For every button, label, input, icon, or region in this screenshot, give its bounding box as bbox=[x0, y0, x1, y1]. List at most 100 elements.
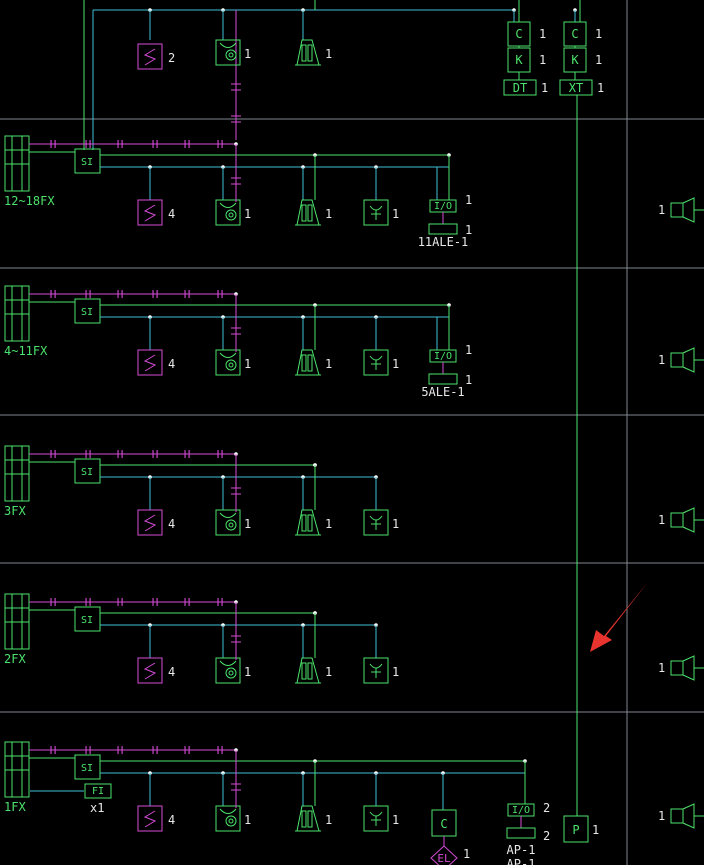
count-label: 1 bbox=[658, 513, 665, 527]
manual-button-icon bbox=[369, 205, 383, 211]
c-module-label: C bbox=[515, 27, 522, 41]
smoke-count: 4 bbox=[168, 207, 175, 221]
h-label: H bbox=[184, 596, 191, 609]
manual-button-icon bbox=[369, 355, 383, 361]
manual-button-icon bbox=[369, 811, 383, 817]
count-label: 1 bbox=[465, 373, 472, 387]
alarm-bell-icon bbox=[307, 810, 313, 828]
si-module-box bbox=[74, 754, 101, 780]
terminal-label: XT bbox=[569, 81, 583, 95]
count-label: 1 bbox=[392, 207, 399, 221]
floor-label: 1FX bbox=[4, 800, 26, 814]
speaker-icon bbox=[225, 359, 237, 371]
h-label: H bbox=[152, 288, 159, 301]
speaker-icon bbox=[225, 209, 237, 221]
si-module-box bbox=[74, 606, 101, 632]
smoke-detector-icon bbox=[137, 657, 163, 684]
count-label: 1 bbox=[541, 81, 548, 95]
smoke-detector-icon bbox=[143, 810, 157, 828]
count-label: 1 bbox=[244, 665, 251, 679]
speaker-icon bbox=[225, 667, 237, 679]
speaker-icon bbox=[219, 512, 237, 518]
h-label: H bbox=[217, 138, 224, 151]
speaker-icon bbox=[225, 815, 237, 827]
si-module-box bbox=[74, 298, 101, 324]
terminal-box bbox=[559, 79, 593, 96]
count-label: 1 bbox=[244, 47, 251, 61]
h-label: H bbox=[184, 448, 191, 461]
h-label: H bbox=[117, 596, 124, 609]
alarm-bell-icon bbox=[301, 662, 307, 680]
floor-label: 3FX bbox=[4, 504, 26, 518]
h-label: H bbox=[217, 288, 224, 301]
si-label: SI bbox=[81, 307, 93, 318]
si-label: SI bbox=[81, 615, 93, 626]
count-label: 1 bbox=[539, 53, 546, 67]
speaker-icon bbox=[228, 52, 234, 58]
h-label: H bbox=[184, 138, 191, 151]
smoke-detector-icon bbox=[143, 48, 157, 66]
count-label: 1 bbox=[392, 813, 399, 827]
speaker-icon bbox=[215, 39, 241, 66]
speaker-icon bbox=[215, 509, 241, 536]
loudspeaker-icon bbox=[670, 512, 684, 528]
floor-label: 2FX bbox=[4, 652, 26, 666]
k-module-label: K bbox=[571, 53, 579, 67]
smoke-detector-icon bbox=[143, 204, 157, 222]
alarm-bell-icon bbox=[301, 354, 307, 372]
count-label: 1 bbox=[392, 665, 399, 679]
loudspeaker-icon bbox=[670, 352, 684, 368]
h-label: H bbox=[152, 744, 159, 757]
el-diamond bbox=[430, 845, 458, 865]
h-label: H bbox=[85, 596, 92, 609]
module-label: 5ALE-1 bbox=[421, 385, 464, 399]
count-label: 1 bbox=[325, 47, 332, 61]
smoke-detector-icon bbox=[143, 514, 157, 532]
floor-label: 12~18FX bbox=[4, 194, 55, 208]
speaker-icon bbox=[228, 362, 234, 368]
smoke-detector-icon bbox=[137, 199, 163, 226]
terminal-box bbox=[503, 79, 537, 96]
manual-button-icon bbox=[363, 349, 389, 376]
h-label: H bbox=[117, 138, 124, 151]
speaker-icon bbox=[215, 657, 241, 684]
io-label: I/O bbox=[512, 805, 530, 816]
loudspeaker-icon bbox=[682, 655, 695, 681]
loudspeaker-icon bbox=[670, 660, 684, 676]
h-label: H bbox=[50, 288, 57, 301]
h-label: H bbox=[117, 288, 124, 301]
p-label: P bbox=[572, 823, 579, 837]
h-label: H bbox=[152, 596, 159, 609]
manual-button-icon bbox=[363, 657, 389, 684]
fi-box bbox=[84, 783, 112, 799]
alarm-bell-icon bbox=[301, 810, 307, 828]
alarm-bell-icon bbox=[301, 514, 307, 532]
alarm-module-box bbox=[506, 827, 536, 839]
count-label: 1 bbox=[658, 353, 665, 367]
smoke-detector-icon bbox=[137, 43, 163, 70]
h-label: H bbox=[152, 138, 159, 151]
speaker-icon bbox=[228, 670, 234, 676]
c-module-label: C bbox=[440, 817, 447, 831]
h-label: H bbox=[85, 744, 92, 757]
h-label: H bbox=[85, 138, 92, 151]
smoke-count: 2 bbox=[168, 51, 175, 65]
speaker-icon bbox=[215, 805, 241, 832]
alarm-bell-icon bbox=[307, 204, 313, 222]
count-label: 1 bbox=[595, 53, 602, 67]
arrow-pointer-icon bbox=[590, 582, 648, 652]
count-label: 1 bbox=[595, 27, 602, 41]
speaker-icon bbox=[228, 212, 234, 218]
c-module-label: C bbox=[571, 27, 578, 41]
alarm-bell-icon bbox=[307, 514, 313, 532]
count-label: 1 bbox=[539, 27, 546, 41]
smoke-detector-icon bbox=[137, 509, 163, 536]
alarm-module-box bbox=[428, 223, 458, 235]
h-label: H bbox=[85, 448, 92, 461]
h-label: H bbox=[152, 448, 159, 461]
speaker-icon bbox=[219, 660, 237, 666]
smoke-detector-icon bbox=[143, 354, 157, 372]
count-label: 1 bbox=[658, 203, 665, 217]
smoke-count: 4 bbox=[168, 665, 175, 679]
